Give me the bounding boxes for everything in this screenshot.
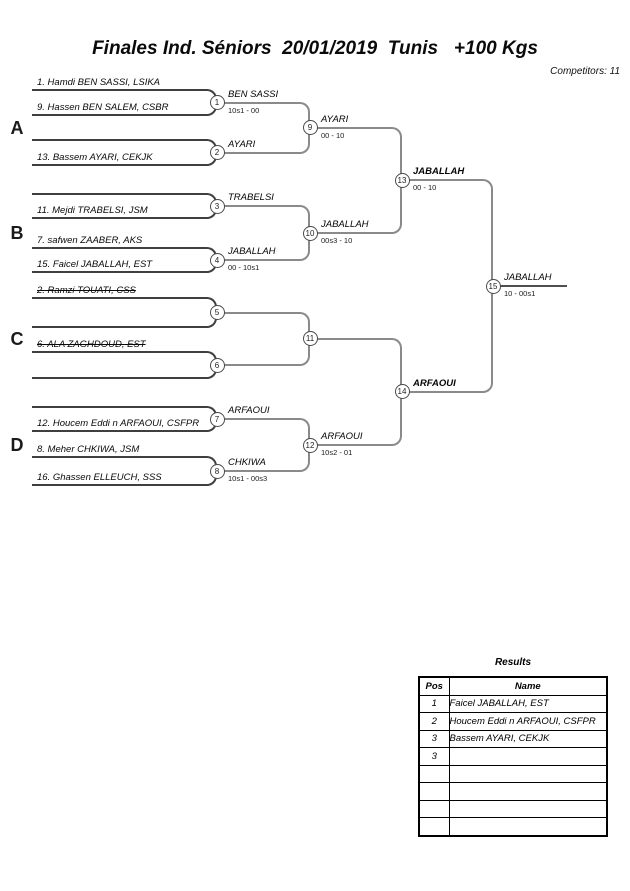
winner-name: TRABELSI <box>228 192 274 203</box>
page-title: Finales Ind. Séniors 20/01/2019 Tunis +1… <box>92 38 538 59</box>
pos-cell: 3 <box>418 729 450 748</box>
winner-name: ARFAOUI <box>228 405 270 416</box>
match-circle: 8 <box>209 463 225 479</box>
entry-name: 8. Meher CHKIWA, JSM <box>37 444 140 455</box>
entry-pair <box>32 297 217 328</box>
winner-name: JABALLAH <box>321 219 369 230</box>
pos-cell: 1 <box>418 694 450 713</box>
results-row: 3 <box>418 747 608 766</box>
pos-cell <box>418 764 450 783</box>
group-label-a: A <box>10 117 24 138</box>
match-circle: 9 <box>302 120 318 135</box>
match-circle: 15 <box>485 278 501 294</box>
winner-name: JABALLAH <box>228 246 276 257</box>
match-circle: 12 <box>302 437 318 453</box>
winner-name: AYARI <box>228 138 256 150</box>
results-row <box>418 799 608 818</box>
pos-cell <box>418 782 450 801</box>
match-score: 00 - 10 <box>413 183 437 193</box>
match-circle: 3 <box>209 198 225 214</box>
name-cell: Houcem Eddi n ARFAOUI, CSFPR <box>448 712 608 731</box>
bracket-connector <box>310 337 402 446</box>
name-cell <box>448 782 608 801</box>
match-circle: 2 <box>209 145 225 160</box>
name-cell: Bassem AYARI, CEKJK <box>448 729 608 748</box>
winner-name: ARFAOUI <box>413 377 456 389</box>
entry-name: 11. Mejdi TRABELSI, JSM <box>37 205 148 216</box>
results-header-name: Name <box>448 676 608 696</box>
match-circle: 11 <box>302 331 318 347</box>
match-circle: 14 <box>394 384 410 400</box>
entry-name: 15. Faicel JABALLAH, EST <box>37 259 153 270</box>
name-cell <box>448 817 608 836</box>
match-score: 00 - 10s1 <box>228 263 260 272</box>
pos-cell <box>418 817 450 836</box>
name-cell <box>448 764 608 783</box>
match-score: 10s2 - 01 <box>321 448 353 457</box>
winner-name: JABALLAH <box>413 166 465 178</box>
entry-name: 7. safwen ZAABER, AKS <box>37 235 143 246</box>
winner-name: AYARI <box>321 113 349 125</box>
name-cell <box>448 799 608 818</box>
pos-cell: 3 <box>418 747 450 766</box>
results-header-pos: Pos <box>418 676 450 696</box>
group-label-b: B <box>10 223 24 243</box>
entry-name: 2. Ramzi TOUATI, CSS <box>37 285 136 296</box>
results-row <box>418 764 608 783</box>
bracket-connector <box>402 179 493 393</box>
name-cell: Faicel JABALLAH, EST <box>448 694 608 713</box>
entry-pair <box>32 351 217 379</box>
group-label-d: D <box>10 435 24 455</box>
match-score: 00 - 10 <box>321 130 345 140</box>
match-circle: 5 <box>209 305 225 320</box>
winner-name: CHKIWA <box>228 457 266 468</box>
bracket-connector <box>310 126 402 234</box>
bracket-connector <box>217 311 310 366</box>
match-score: 10 - 00s1 <box>504 289 536 299</box>
match-circle: 13 <box>394 172 410 188</box>
winner-name: BEN SASSI <box>228 88 279 100</box>
competitors-count: Competitors: 11 <box>550 66 620 77</box>
match-circle: 7 <box>209 411 225 427</box>
entry-name: 1. Hamdi BEN SASSI, LSIKA <box>37 77 161 88</box>
results-row <box>418 817 608 836</box>
entry-name: 13. Bassem AYARI, CEKJK <box>37 152 153 163</box>
results-header-row: Pos Name <box>418 676 608 696</box>
match-score: 00s3 - 10 <box>321 236 353 245</box>
results-row <box>418 782 608 801</box>
winner-name: ARFAOUI <box>321 431 363 442</box>
entry-name: 6. ALA ZAGHDOUD, EST <box>37 339 146 350</box>
match-circle: 6 <box>209 357 225 373</box>
match-score: 10s1 - 00s3 <box>228 474 268 483</box>
name-cell <box>448 747 608 766</box>
entry-name: 9. Hassen BEN SALEM, CSBR <box>37 102 169 113</box>
group-label-c: C <box>10 328 24 349</box>
pos-cell <box>418 799 450 818</box>
entry-name: 12. Houcem Eddi n ARFAOUI, CSFPR <box>37 418 200 429</box>
entry-name: 16. Ghassen ELLEUCH, SSS <box>37 472 162 483</box>
match-circle: 10 <box>302 225 318 241</box>
results-title: Results <box>494 657 532 668</box>
match-circle: 4 <box>209 252 225 268</box>
match-circle: 1 <box>209 95 225 110</box>
final-winner-line <box>493 285 567 288</box>
match-score: 10s1 - 00 <box>228 105 260 115</box>
winner-name: JABALLAH <box>504 272 552 284</box>
pos-cell: 2 <box>418 712 450 731</box>
